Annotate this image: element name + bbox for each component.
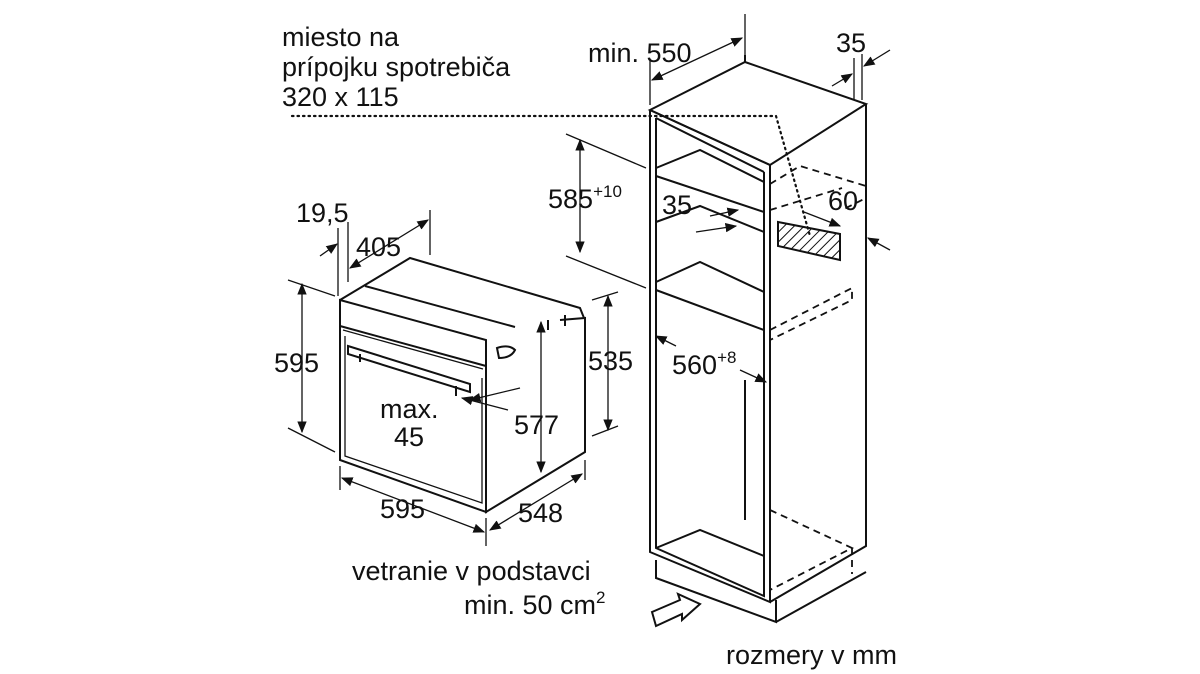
- dim-595-height: 595: [274, 348, 319, 378]
- dim-595-width: 595: [380, 494, 425, 524]
- ventilation-arrow-icon: [650, 592, 702, 628]
- cabinet-plinth: [655, 560, 777, 624]
- connection-area: [777, 220, 841, 262]
- labels: miesto na prípojku spotrebiča 320 x 115 …: [274, 22, 897, 670]
- oven-side-surface: [485, 316, 586, 514]
- dim-35-mid: 35: [662, 190, 692, 220]
- dim-60: 60: [828, 186, 858, 216]
- oven-drawing: [339, 256, 586, 514]
- dim-577: 577: [514, 410, 559, 440]
- dim-45: 45: [394, 422, 424, 452]
- cabinet-side: [769, 104, 867, 603]
- dim-405: 405: [356, 232, 401, 262]
- dim-560: 560+8: [672, 348, 736, 380]
- dim-585-tolerance: +10: [593, 182, 622, 201]
- cabinet-dimensions: [565, 14, 891, 383]
- connection-label-line2: prípojku spotrebiča: [282, 52, 511, 82]
- dim-548: 548: [518, 498, 563, 528]
- oven-door-handle: [347, 344, 471, 396]
- ventilation-label-line1: vetranie v podstavci: [352, 556, 591, 586]
- connection-label-line1: miesto na: [282, 22, 400, 52]
- dim-19-5: 19,5: [296, 198, 349, 228]
- connection-label-line3: 320 x 115: [282, 82, 399, 112]
- dim-max-label: max.: [380, 394, 439, 424]
- units-note: rozmery v mm: [726, 640, 897, 670]
- dim-35-top: 35: [836, 28, 866, 58]
- dim-535: 535: [588, 346, 633, 376]
- dim-560-tolerance: +8: [717, 348, 736, 367]
- dim-min-550: min. 550: [588, 38, 692, 68]
- cabinet-drawing: [290, 55, 869, 628]
- ventilation-sup: 2: [596, 588, 605, 607]
- oven-top-surface: [339, 256, 585, 319]
- oven-dimensions: [287, 210, 619, 546]
- dim-585: 585+10: [548, 182, 622, 214]
- ventilation-label-line2: min. 50 cm2: [464, 588, 606, 620]
- cabinet-top: [647, 60, 869, 167]
